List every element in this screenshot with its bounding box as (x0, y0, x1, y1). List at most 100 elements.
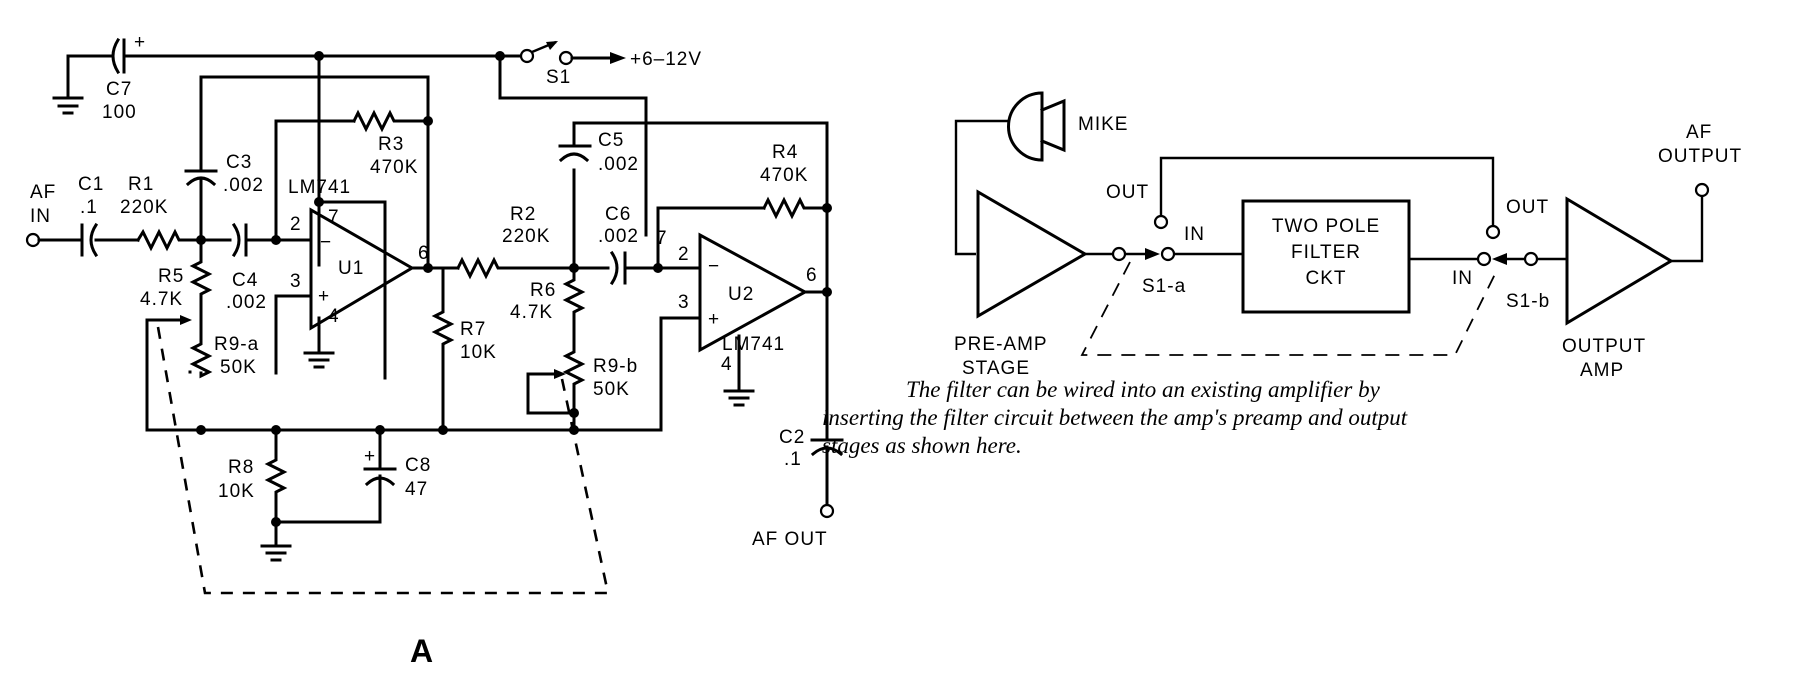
c6-value: .002 (598, 226, 639, 247)
junction (423, 263, 433, 273)
c2-name: C2 (779, 427, 805, 448)
capacitor-c4 (231, 222, 248, 258)
af-output-terminal[interactable] (1694, 182, 1710, 198)
r3-value: 470K (370, 157, 418, 178)
capacitor-c1 (80, 222, 99, 258)
af-out-label: AF OUT (752, 529, 828, 550)
af-out-terminal[interactable] (819, 503, 835, 519)
c6-name: C6 (605, 204, 631, 225)
c4-value: .002 (226, 292, 267, 313)
u1-pin6: 6 (418, 243, 430, 264)
bypass-wire (1159, 156, 1495, 226)
opamp-u2: U2 − + 2 3 6 7 LM741 4 (656, 228, 818, 375)
wire (274, 119, 356, 242)
switch-s1[interactable] (498, 40, 574, 66)
filter-label-1: TWO POLE (1272, 216, 1380, 237)
c8-name: C8 (405, 455, 431, 476)
filter-block (1241, 199, 1411, 314)
s1b-in-label: IN (1452, 268, 1473, 289)
u2-vplus-wire (498, 54, 648, 237)
wire (274, 294, 313, 375)
s1a-in-label: IN (1184, 224, 1205, 245)
figure-caption: The filter can be wired into an existing… (822, 376, 1542, 460)
resistor-r3 (351, 109, 430, 133)
resistor-r4 (761, 196, 829, 220)
c8-value: 47 (405, 479, 428, 500)
r1-name: R1 (128, 174, 154, 195)
c1-name: C1 (78, 174, 104, 195)
c7-value: 100 (102, 102, 137, 123)
output-amp-label-1: OUTPUT (1562, 336, 1646, 357)
r4-value: 470K (760, 165, 808, 186)
filter-label-2: FILTER (1291, 242, 1361, 263)
preamp-label-1: PRE-AMP (954, 334, 1048, 355)
filter-label-3: CKT (1306, 268, 1347, 289)
wire (659, 316, 702, 432)
mike-label: MIKE (1078, 114, 1128, 135)
s1a-label: S1-a (1142, 276, 1186, 297)
u2-pin3: 3 (678, 292, 690, 313)
resistor-r6 (562, 266, 586, 347)
r4-name: R4 (772, 142, 798, 163)
capacitor-c7 (66, 37, 502, 100)
c3-value: .002 (223, 175, 264, 196)
r7-feed-wire (317, 200, 387, 380)
s1b-label: S1-b (1506, 291, 1550, 312)
r9a-name: R9-a (214, 334, 259, 355)
block-diagram: MIKE PRE-AMP STAGE OUT IN S1-a TWO POLE … (954, 91, 1741, 381)
output-amp-label-2: AMP (1580, 360, 1624, 381)
resistor-r1 (135, 228, 204, 252)
wiper-r9-a (145, 315, 192, 432)
u2-pin7: 7 (656, 228, 668, 249)
u1-pin2: 2 (290, 214, 302, 235)
ground-icon (52, 96, 84, 115)
output-amp-triangle (1565, 196, 1674, 326)
c5-value: .002 (598, 154, 639, 175)
r3-name: R3 (378, 134, 404, 155)
microphone-icon (1007, 91, 1066, 162)
u1-plus: + (318, 286, 330, 307)
schematic-a: + C7 100 S1 +6–12V AF IN C1 (25, 32, 844, 669)
switch-s1-b[interactable] (1476, 224, 1539, 267)
caption-line-2: inserting the filter circuit between the… (822, 405, 1408, 430)
r8-value: 10K (218, 481, 255, 502)
u1-pin4: 4 (328, 306, 340, 327)
c2-value: .1 (784, 449, 802, 470)
opamp-u1: LM741 U1 − + 2 3 6 7 4 (288, 177, 430, 331)
s1-label: S1 (546, 67, 571, 88)
c4-name: C4 (232, 270, 258, 291)
u2-plus: + (708, 309, 720, 330)
r2-value: 220K (502, 226, 550, 247)
r5-name: R5 (158, 266, 184, 287)
resistor-r9-a[interactable] (189, 316, 213, 379)
supply-voltage: +6–12V (630, 49, 702, 70)
c1-value: .1 (80, 197, 98, 218)
ground-icon (723, 389, 755, 407)
caption-line-3: stages as shown here. (822, 433, 1022, 458)
r9b-name: R9-b (593, 356, 638, 377)
c5-name: C5 (598, 130, 624, 151)
u2-pin4: 4 (721, 354, 733, 375)
u2-name: U2 (728, 284, 754, 305)
junction (569, 408, 579, 418)
mike-wire (954, 119, 1010, 256)
u2-minus: − (708, 256, 720, 277)
wire (656, 206, 766, 270)
preamp-triangle (976, 189, 1088, 319)
r6-value: 4.7K (510, 302, 553, 323)
r7-name: R7 (460, 319, 486, 340)
ground-icon (260, 544, 292, 562)
r2-name: R2 (510, 204, 536, 225)
switch-s1-a[interactable] (1111, 214, 1176, 262)
supply-arrow-icon (610, 52, 626, 64)
r1-value: 220K (120, 197, 168, 218)
u1-pin7: 7 (328, 207, 340, 228)
junction (196, 425, 206, 435)
u1-minus: − (320, 232, 332, 253)
af-in-terminal[interactable] (25, 232, 41, 248)
u1-pin3: 3 (290, 271, 302, 292)
u2-pin6: 6 (806, 265, 818, 286)
c3-name: C3 (226, 152, 252, 173)
preamp-label-2: STAGE (962, 358, 1030, 379)
resistor-r9-b[interactable] (562, 343, 586, 432)
